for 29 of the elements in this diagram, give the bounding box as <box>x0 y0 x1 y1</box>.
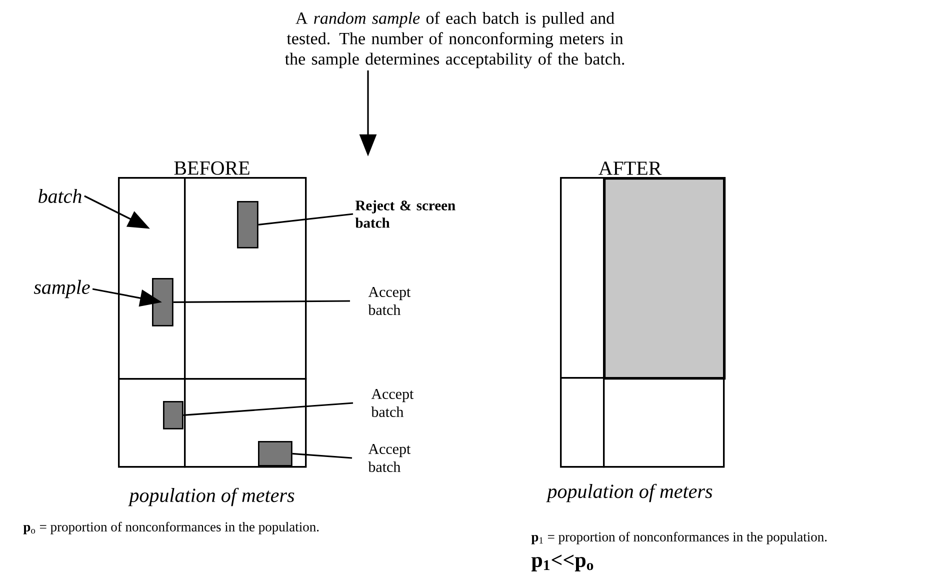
batch-cell <box>184 378 307 468</box>
batch-cell <box>118 177 186 380</box>
grid-caption: population of meters <box>546 484 712 502</box>
decision-label: Accept batch <box>368 444 411 472</box>
leader-line <box>292 452 352 459</box>
description-text: A random sample of each batch is pulled and tested. The number of nonconforming meters in the sample determines acceptability of the batch. <box>285 12 624 68</box>
sample-bar <box>163 401 184 430</box>
batch-cell <box>184 177 307 380</box>
grid-caption: population of meters <box>128 488 294 506</box>
formula-note: p$_{1}$ = proportion of nonconformances in the population. <box>531 532 827 544</box>
decision-label: Accept batch <box>368 286 411 316</box>
batch-cell <box>118 378 186 468</box>
sample-bar <box>152 278 174 326</box>
shaded-cell <box>603 177 726 380</box>
leader-line <box>183 402 354 416</box>
grid-heading: AFTER <box>598 162 662 175</box>
sample-label: sample <box>34 280 90 298</box>
formula-note: p$_{o}$ = proportion of nonconformances in the population. <box>23 522 319 534</box>
batch-cell <box>603 377 725 468</box>
formula-note: p$_{1}$<<p$_{o}$ <box>531 554 594 572</box>
leader-line <box>173 300 350 303</box>
sample-bar <box>237 201 258 248</box>
grid-heading: BEFORE <box>174 161 250 175</box>
decision-label: Reject & screen batch <box>355 200 456 228</box>
sample-bar <box>258 441 292 466</box>
batch-label: batch <box>38 188 82 204</box>
batch-cell <box>560 377 605 468</box>
leader-line <box>258 213 354 226</box>
decision-label: Accept batch <box>371 388 414 418</box>
